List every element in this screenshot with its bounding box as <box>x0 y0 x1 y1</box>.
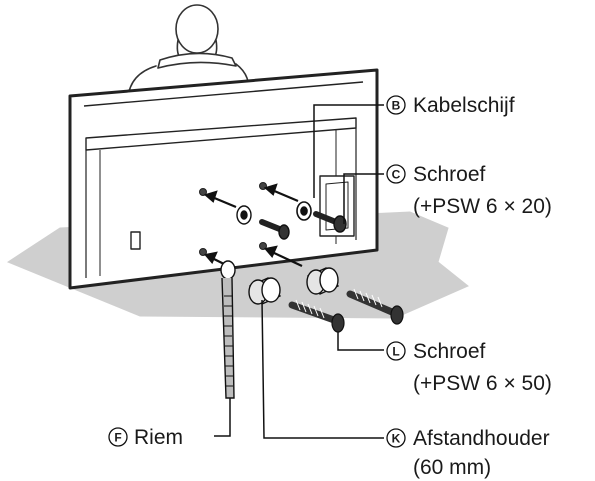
callout-l-symbol: L <box>387 342 405 360</box>
callout-k-symbol: K <box>387 429 405 447</box>
callout-b-letter: B <box>392 99 401 113</box>
callout-k-letter: K <box>392 432 401 446</box>
callout-c-label: Schroef <box>413 163 486 186</box>
spacer-right <box>307 268 338 294</box>
rear-port <box>131 232 140 249</box>
callout-c-letter: C <box>392 168 401 182</box>
spacer-left <box>249 278 280 304</box>
callout-k-spec: (60 mm) <box>413 456 491 479</box>
callout-l-spec: (+PSW 6 × 50) <box>413 372 552 395</box>
tv-rear-panel <box>70 70 377 288</box>
callout-b-symbol: B <box>387 96 405 114</box>
callout-l-letter: L <box>392 345 399 359</box>
callout-k-label: Afstandhouder <box>413 427 550 450</box>
callout-f-letter: F <box>114 431 121 445</box>
callout-c-spec: (+PSW 6 × 20) <box>413 195 552 218</box>
callout-f-label: Riem <box>134 426 183 449</box>
callout-c-symbol: C <box>387 165 405 183</box>
callout-b-label: Kabelschijf <box>413 94 515 117</box>
callout-l-label: Schroef <box>413 340 486 363</box>
cable-holder <box>297 202 311 220</box>
callout-f-symbol: F <box>109 428 127 446</box>
